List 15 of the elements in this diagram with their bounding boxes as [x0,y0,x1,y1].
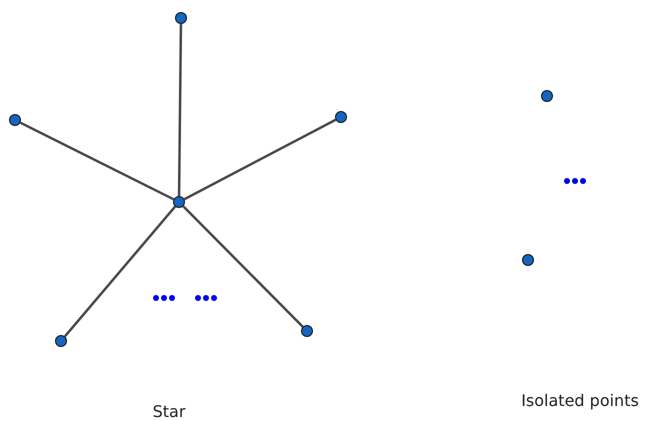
graph-vertex [55,335,67,347]
connector-line [184,118,336,200]
graph-vertex [522,254,534,266]
graph-vertex [173,196,185,208]
graph-vertex [175,12,187,24]
graph-vertex [301,325,313,337]
connector-line [64,206,176,338]
graph-vertex [541,90,553,102]
connector-line [182,205,304,328]
connector-line [20,122,174,200]
caption: Star [152,402,186,421]
connector-line [178,24,182,196]
graph-vertex [9,114,21,126]
graph-vertex [335,111,347,123]
caption: Isolated points [521,391,639,410]
